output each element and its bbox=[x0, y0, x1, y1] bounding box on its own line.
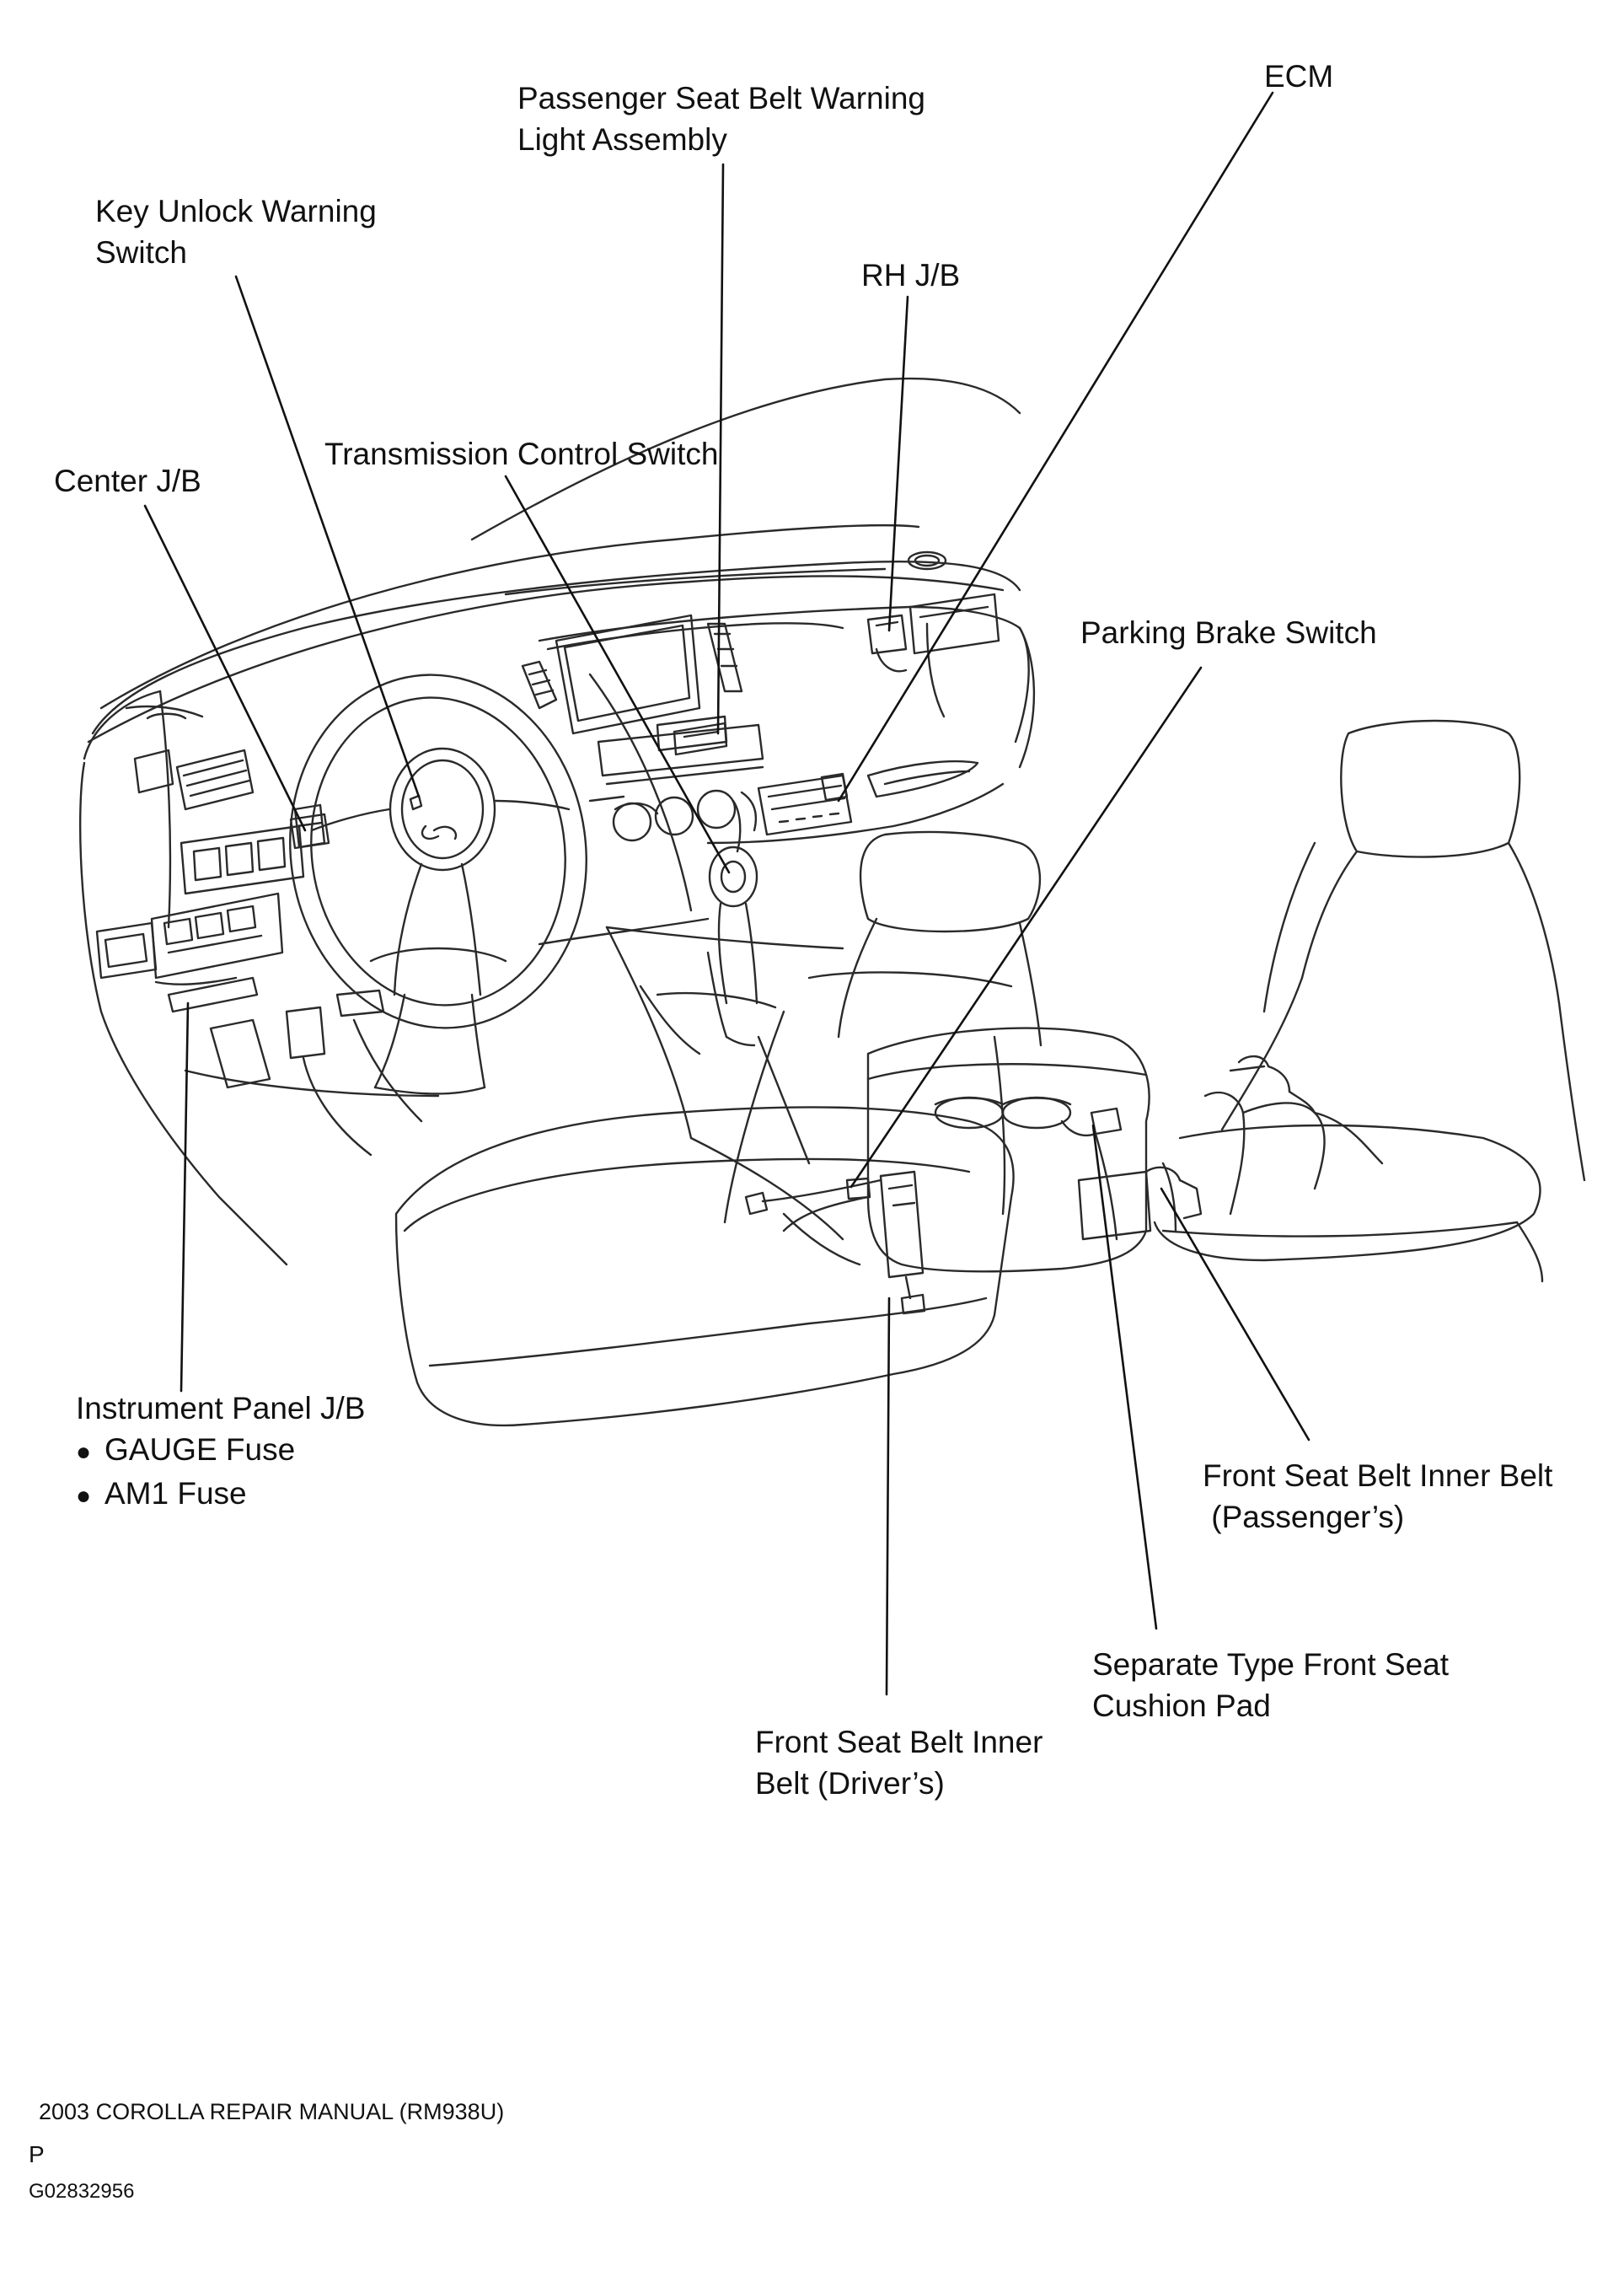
passenger-warning-light-part bbox=[673, 722, 728, 756]
center-console bbox=[757, 1027, 1152, 1273]
leader-key-unlock bbox=[234, 275, 421, 798]
label-cushion-pad-line1: Separate Type Front Seat bbox=[1092, 1647, 1450, 1682]
footer-figure-code: G02832956 bbox=[29, 2180, 135, 2203]
leader-ecm bbox=[837, 91, 1274, 803]
steering-column bbox=[373, 993, 486, 1095]
label-rh-jb: RH J/B bbox=[861, 258, 961, 293]
label-center-jb: Center J/B bbox=[54, 464, 201, 498]
label-front-belt-driver: Front Seat Belt Inner Belt (Driver’s) bbox=[755, 1721, 1042, 1804]
label-passenger-warning-light: Passenger Seat Belt Warning Light Assemb… bbox=[517, 78, 925, 160]
passenger-seat bbox=[1153, 719, 1586, 1283]
footer-manual-title: 2003 COROLLA REPAIR MANUAL (RM938U) bbox=[39, 2099, 505, 2124]
label-key-unlock-line2: Switch bbox=[95, 235, 187, 270]
label-front-belt-passenger-line2: (Passenger’s) bbox=[1203, 1500, 1405, 1534]
label-front-belt-driver-line1: Front Seat Belt Inner bbox=[755, 1725, 1043, 1759]
driver-seat bbox=[394, 830, 1042, 1427]
lower-dash bbox=[184, 917, 844, 1241]
rh-jb-part bbox=[866, 593, 1000, 673]
glove-box bbox=[866, 550, 979, 798]
instrument-panel-jb-part bbox=[95, 892, 284, 1013]
transmission-control-switch-part bbox=[639, 846, 777, 1055]
dashboard bbox=[78, 560, 1036, 1266]
label-key-unlock: Key Unlock Warning Switch bbox=[95, 191, 377, 273]
label-passenger-warning-light-line1: Passenger Seat Belt Warning bbox=[517, 81, 925, 115]
label-transmission-control: Transmission Control Switch bbox=[324, 437, 719, 471]
label-front-belt-driver-line2: Belt (Driver’s) bbox=[755, 1766, 945, 1801]
label-passenger-warning-light-line2: Light Assembly bbox=[517, 122, 727, 157]
label-gauge-fuse-text: GAUGE Fuse bbox=[105, 1432, 296, 1467]
footer-page-letter: P bbox=[29, 2141, 45, 2167]
leader-passenger-warning-light bbox=[716, 163, 725, 735]
leader-instrument-panel-jb bbox=[180, 1001, 190, 1393]
label-front-belt-passenger-line1: Front Seat Belt Inner Belt bbox=[1203, 1458, 1553, 1493]
steering-wheel bbox=[289, 674, 587, 1029]
label-instrument-panel-jb: Instrument Panel J/B GAUGE Fuse AM1 Fuse bbox=[76, 1388, 365, 1517]
leader-front-belt-passenger bbox=[1160, 1187, 1310, 1442]
leader-parking-brake bbox=[850, 666, 1203, 1189]
leader-cushion-pad bbox=[1091, 1124, 1158, 1630]
pedals bbox=[209, 989, 423, 1157]
label-key-unlock-line1: Key Unlock Warning bbox=[95, 194, 377, 228]
label-gauge-fuse: GAUGE Fuse bbox=[76, 1429, 365, 1473]
label-cushion-pad-line2: Cushion Pad bbox=[1092, 1688, 1271, 1723]
leader-center-jb bbox=[143, 504, 307, 832]
label-am1-fuse: AM1 Fuse bbox=[76, 1473, 365, 1517]
label-instrument-panel-jb-title: Instrument Panel J/B bbox=[76, 1391, 366, 1425]
cushion-pad-part bbox=[1060, 1107, 1123, 1241]
label-ecm: ECM bbox=[1264, 59, 1334, 94]
leader-transmission-control bbox=[504, 475, 731, 874]
leader-rh-jb bbox=[887, 295, 909, 632]
label-front-belt-passenger: Front Seat Belt Inner Belt (Passenger’s) bbox=[1203, 1455, 1552, 1538]
driver-buckle bbox=[744, 1170, 926, 1315]
center-stack bbox=[521, 614, 764, 842]
ecm-part bbox=[732, 772, 853, 853]
label-parking-brake: Parking Brake Switch bbox=[1080, 615, 1377, 650]
leader-front-belt-driver bbox=[885, 1297, 891, 1696]
left-vents-switches bbox=[133, 749, 326, 895]
label-cushion-pad: Separate Type Front Seat Cushion Pad bbox=[1092, 1644, 1449, 1726]
passenger-harness bbox=[1144, 1055, 1384, 1232]
label-am1-fuse-text: AM1 Fuse bbox=[105, 1476, 247, 1511]
